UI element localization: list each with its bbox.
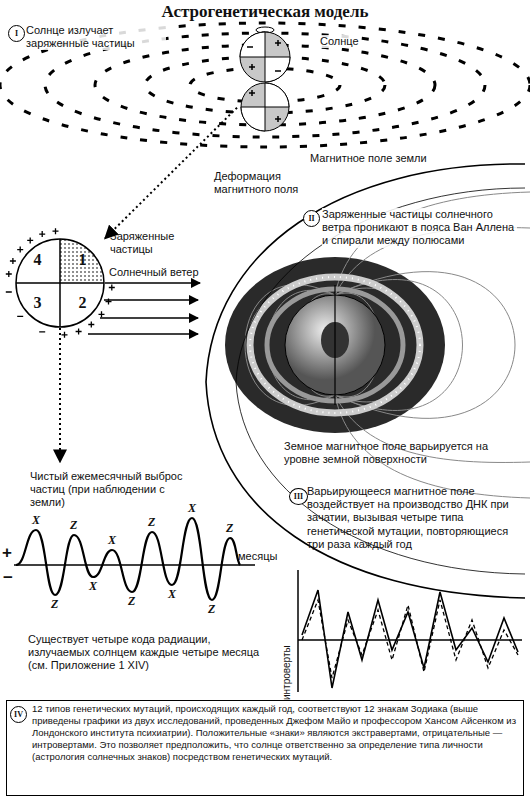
van-allen-belt	[250, 277, 420, 413]
callout-number: I	[8, 25, 25, 42]
sun-sector	[241, 107, 265, 131]
sun-hemisphere	[240, 32, 290, 82]
sun-sector	[265, 57, 290, 82]
field-lines	[245, 192, 530, 498]
note-text: Солнце излучает заряженные частицы	[26, 24, 166, 50]
note-text: Варьирующееся магнитное поле воздействуе…	[307, 485, 522, 551]
quadrant: 3	[15, 283, 60, 328]
trough-code: Z	[51, 597, 58, 612]
quadrant-number: 1	[60, 251, 105, 269]
charge-symbols	[6, 228, 115, 338]
callout-number: IV	[10, 706, 27, 723]
field-line	[335, 395, 530, 462]
note-text: Деформация магнитного поля	[214, 170, 306, 196]
node-label: Солнце	[320, 35, 359, 48]
wind-arrow	[100, 317, 198, 319]
note-text: Существует четыре кода радиации, излучае…	[28, 633, 263, 673]
sun-orbits	[0, 23, 530, 147]
chart-axis	[297, 570, 299, 692]
quadrant: 1	[60, 238, 105, 283]
sun-hemisphere	[241, 83, 289, 131]
quadrant-lines	[16, 239, 104, 327]
note-text: Земное магнитное поле варьируется на уро…	[284, 440, 499, 466]
quadrant-number: 4	[15, 251, 60, 269]
note-text: Заряженные частицы солнечного ветра прон…	[322, 208, 517, 248]
sun-node: Солнце	[237, 27, 293, 133]
connector-arrow	[105, 282, 200, 284]
earth-axis	[334, 285, 335, 405]
orbit	[145, 57, 385, 113]
wind-arrow	[88, 333, 198, 335]
connector-arrow	[59, 328, 61, 462]
charge-symbols	[247, 40, 281, 122]
peak-code: Z	[70, 518, 77, 533]
trough-code: Z	[208, 602, 215, 617]
quadrant-number: 2	[60, 294, 105, 312]
callout-number: III	[289, 488, 308, 505]
axis-label: месяцы	[238, 550, 277, 563]
chart-axis	[14, 564, 255, 566]
study-line	[302, 590, 518, 688]
trough-code: X	[89, 579, 97, 594]
sun-sector	[240, 32, 265, 57]
peak-code: X	[188, 501, 196, 516]
peak-code: X	[32, 513, 40, 528]
orbit	[0, 23, 530, 147]
quadrant-number: 3	[15, 294, 60, 312]
callout-number: II	[303, 210, 320, 227]
node-label: Магнитное поле земли	[310, 152, 427, 165]
axis-sign: +	[2, 543, 12, 563]
study-line-dashed	[302, 600, 518, 678]
caption-text: 12 типов генетических мутаций, происходя…	[32, 703, 518, 762]
bow-line	[236, 188, 525, 574]
wind-arrows	[88, 300, 198, 334]
circle-outline	[16, 239, 104, 327]
sun-sector	[265, 83, 289, 107]
quadrant: 2	[60, 283, 105, 328]
charge-circle-node: Заряженные частицы4132	[15, 238, 105, 328]
peak-code: Z	[226, 521, 233, 536]
node-label: Заряженные частицы	[110, 230, 202, 256]
edge-label: Солнечный ветер	[109, 266, 201, 279]
particle-spiral	[250, 277, 420, 413]
sun-shape	[237, 27, 293, 133]
magnetosphere-shade	[225, 257, 445, 433]
axis-label: интроверты	[281, 645, 293, 700]
axis-sign: −	[3, 568, 13, 588]
chart-axis	[298, 639, 522, 641]
bow-line	[206, 164, 525, 598]
trough-code: X	[168, 587, 176, 602]
peak-code: Z	[148, 515, 155, 530]
chart-heading: Чистый ежемесячный выброс частиц (при на…	[30, 470, 200, 510]
quadrant: 4	[15, 238, 60, 283]
charge-circle	[15, 238, 105, 328]
emission-wave	[16, 518, 240, 600]
diagram-title: Астрогенетическая модель	[0, 2, 530, 22]
trough-code: Z	[128, 594, 135, 609]
peak-code: X	[108, 533, 116, 548]
wind-arrow	[104, 299, 198, 301]
